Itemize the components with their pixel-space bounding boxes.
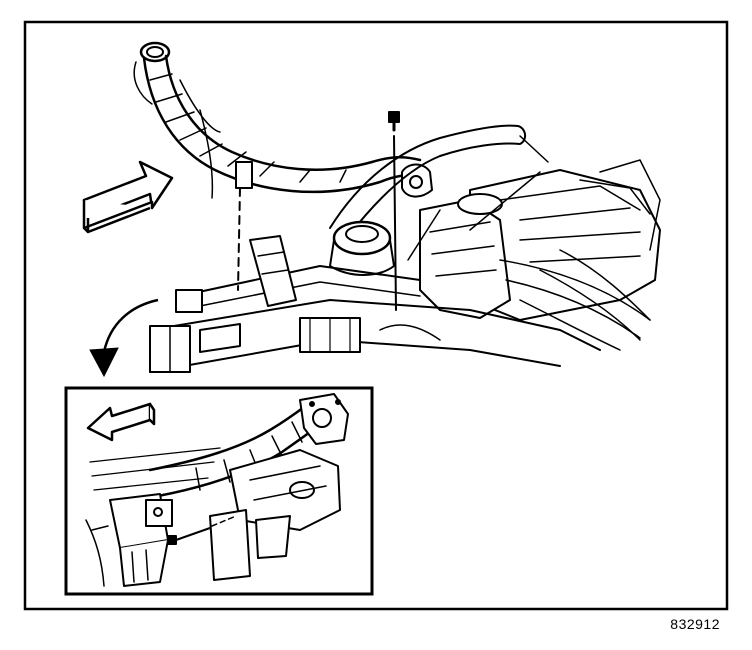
upper-tube — [329, 124, 526, 235]
central-components — [407, 171, 541, 319]
intake-hose — [133, 41, 433, 199]
wiring-harness — [499, 259, 651, 339]
direction-arrow-left — [86, 402, 156, 442]
main-view — [133, 41, 661, 373]
detail-view — [85, 393, 349, 587]
figure-code: 832912 — [670, 616, 720, 632]
alignment-line — [237, 187, 241, 291]
bolt — [388, 111, 400, 311]
direction-arrow-right — [82, 160, 174, 234]
detail-callout-arrow — [89, 298, 159, 378]
frame-rail — [149, 235, 601, 373]
